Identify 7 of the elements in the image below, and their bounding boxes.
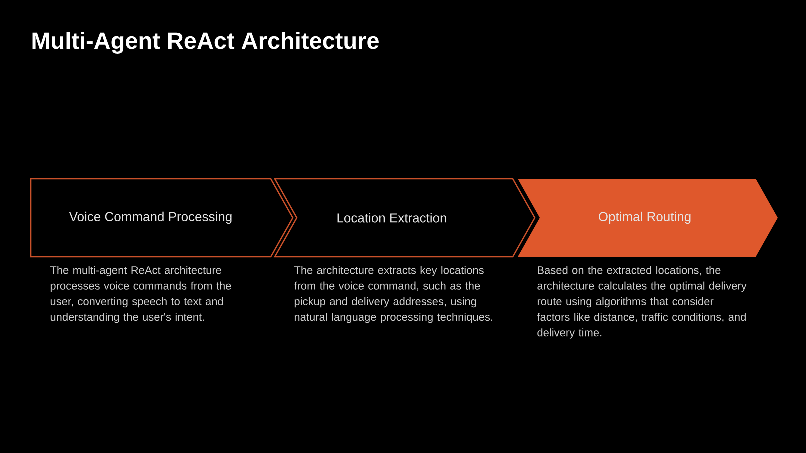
chevron-step: Voice Command Processing — [30, 178, 294, 258]
step-description: The architecture extracts key locations from the voice command, such as the pickup and delivery addresses, using natural language processing techniques. — [294, 266, 492, 324]
step-description: The multi-agent ReAct architecture processes voice commands from the user, converting speech to text and understanding the user's intent. — [50, 266, 232, 324]
chevron-step: Optimal Routing — [518, 179, 778, 257]
step-description: Based on the extracted locations, the architecture calculates the optimal delivery route using algorithms that consider factors like distance, traffic conditions, and delivery time. — [537, 266, 747, 339]
chevron-step: Location Extraction — [274, 178, 536, 258]
slide-title: Multi-Agent ReAct Architecture — [32, 32, 379, 54]
